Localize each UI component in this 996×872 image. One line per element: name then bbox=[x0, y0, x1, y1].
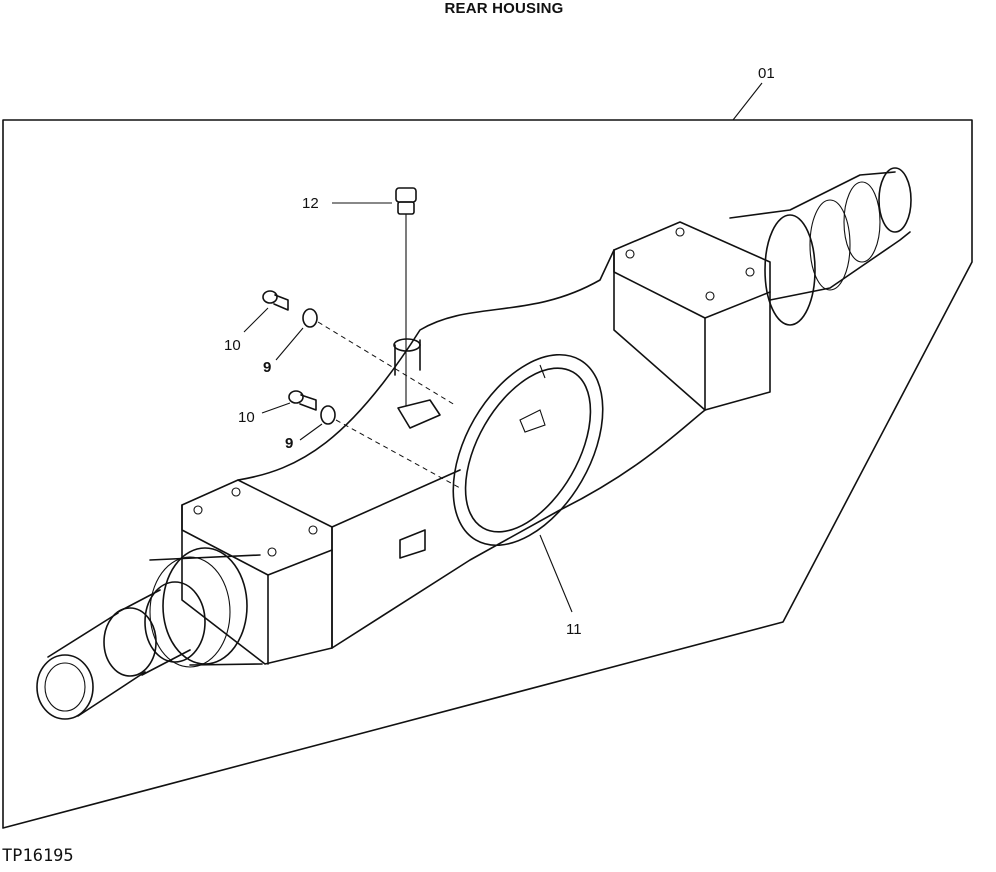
callout-oring-lower: 9 bbox=[285, 435, 293, 452]
callout-seal-ring: 11 bbox=[566, 621, 582, 638]
callout-oring-upper: 9 bbox=[263, 359, 271, 376]
diagram-title: REAR HOUSING bbox=[444, 0, 564, 17]
center-ring bbox=[452, 353, 604, 547]
callout-plug-lower: 10 bbox=[238, 409, 255, 426]
figure-code: TP16195 bbox=[2, 846, 74, 866]
right-spindle bbox=[729, 167, 912, 326]
callout-plug-top: 12 bbox=[302, 195, 319, 212]
assembly-panel bbox=[2, 119, 973, 829]
left-flange-block bbox=[181, 479, 333, 665]
plug-lower bbox=[261, 390, 461, 489]
left-spindle bbox=[36, 547, 263, 720]
top-boss bbox=[393, 338, 441, 429]
plug-upper bbox=[243, 290, 456, 406]
callout-plug-upper: 10 bbox=[224, 337, 241, 354]
callout-housing: 01 bbox=[758, 65, 775, 82]
right-flange-block bbox=[613, 221, 771, 411]
plug-12 bbox=[332, 187, 417, 406]
